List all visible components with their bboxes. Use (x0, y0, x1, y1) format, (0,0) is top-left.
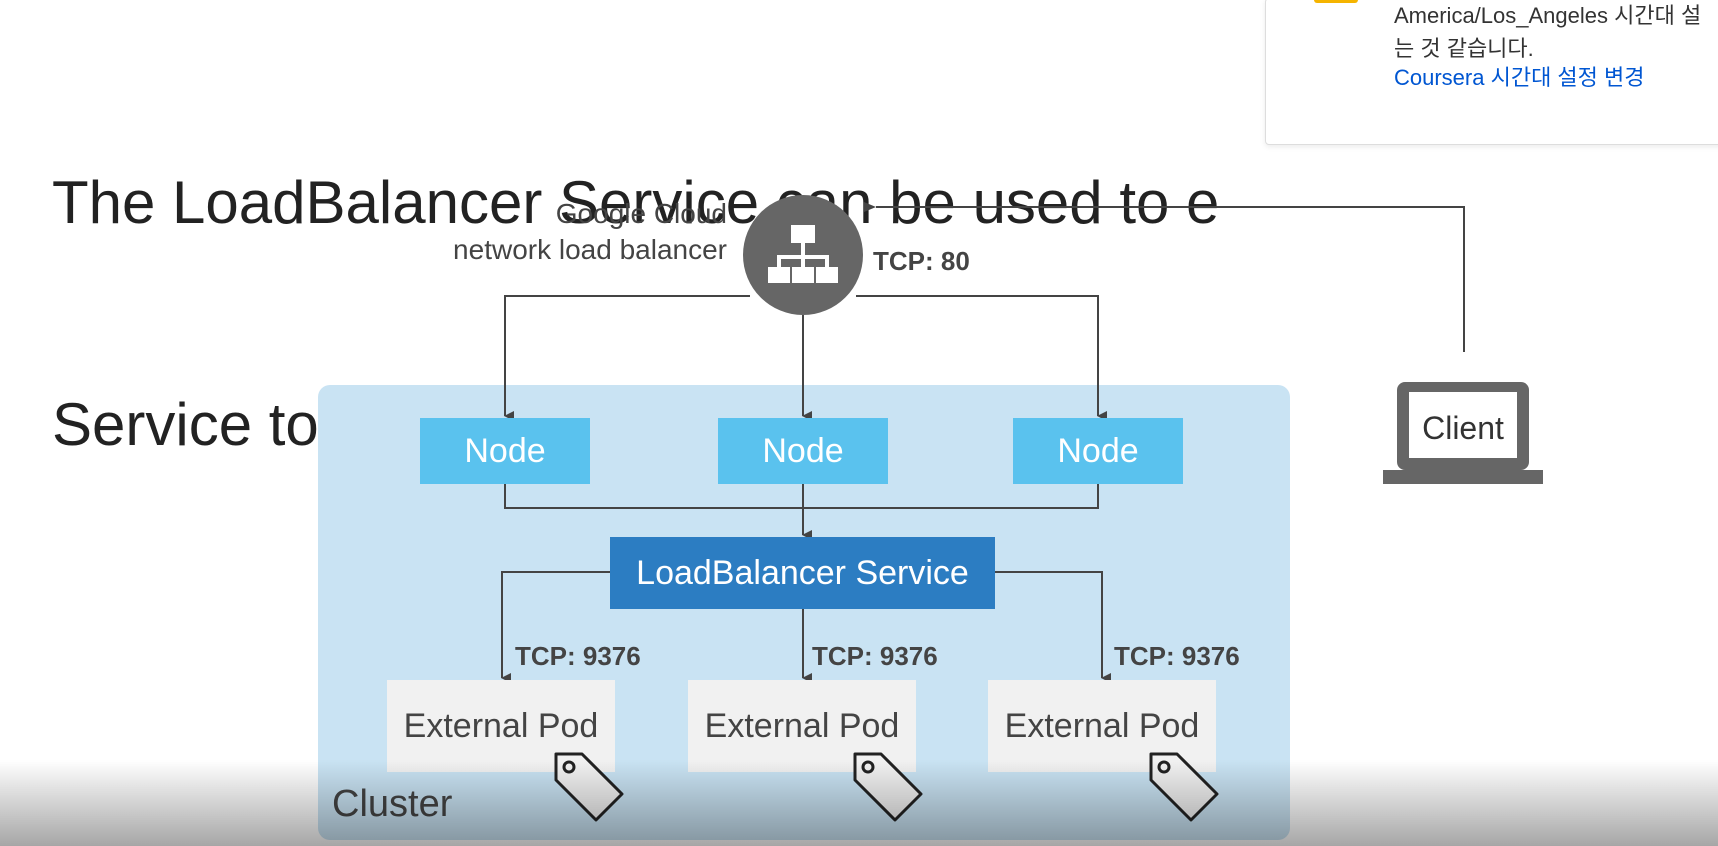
load-balancer-label: Google Cloud network load balancer (372, 196, 727, 268)
node-3: Node (1013, 418, 1183, 484)
pod-3-port-label: TCP: 9376 (1114, 641, 1240, 671)
tag-icon (554, 752, 624, 822)
network-load-balancer-icon (743, 195, 863, 315)
laptop-icon (1383, 382, 1543, 484)
load-balancer-label-line-2: network load balancer (453, 234, 727, 265)
tag-icon (853, 752, 923, 822)
lb-to-node-1-line (504, 295, 750, 421)
timezone-notice-line-1: America/Los_Angeles 시간대 설 (1394, 3, 1702, 28)
change-timezone-link[interactable]: Coursera 시간대 설정 변경 (1394, 65, 1645, 90)
node-2: Node (718, 418, 888, 484)
nodes-to-service-line (504, 484, 1099, 509)
client-label: Client (1422, 409, 1504, 446)
service-to-pod-3-line (995, 571, 1111, 683)
load-balancer-port-label: TCP: 80 (873, 246, 970, 276)
warning-icon (1314, 0, 1358, 3)
load-balancer-label-line-1: Google Cloud (555, 198, 727, 229)
pod-2-port-label: TCP: 9376 (812, 641, 938, 671)
timezone-notice-line-2: 는 것 같습니다. (1394, 36, 1534, 61)
service-to-pod-1-line (501, 571, 610, 683)
node-1: Node (420, 418, 590, 484)
pod-1-port-label: TCP: 9376 (515, 641, 641, 671)
slide-title-line-1: The LoadBalancer Service can be used to … (52, 169, 1220, 236)
loadbalancer-service: LoadBalancer Service (610, 537, 995, 609)
tag-icon (1149, 752, 1219, 822)
timezone-notice: America/Los_Angeles 시간대 설 는 것 같습니다. Cour… (1265, 0, 1718, 145)
client-to-lb-line (864, 202, 1465, 352)
cluster-label: Cluster (332, 783, 453, 825)
timezone-notice-text: America/Los_Angeles 시간대 설 는 것 같습니다. (1394, 0, 1701, 65)
lb-to-node-3-line (856, 295, 1107, 421)
